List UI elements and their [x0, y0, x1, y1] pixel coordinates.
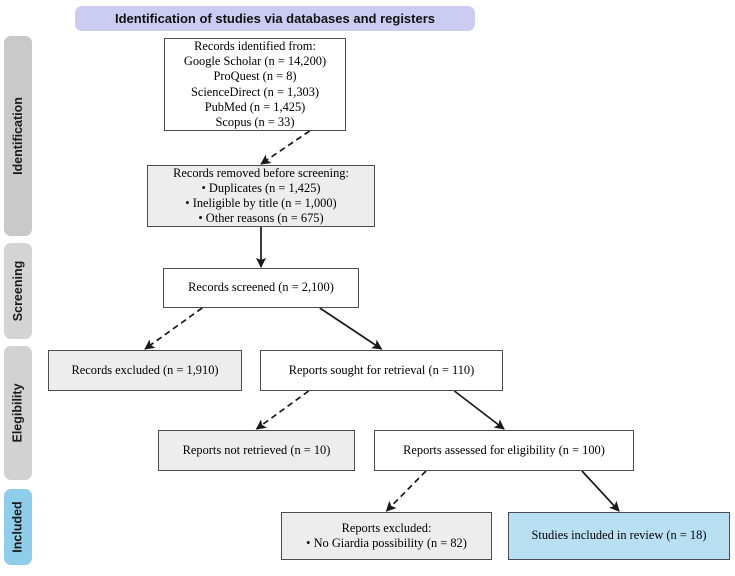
box-reports-excluded: Reports excluded: • No Giardia possibili…: [281, 512, 492, 560]
connector-screened-to-sought: [319, 307, 383, 350]
phase-bar-elegibility: Elegibility: [4, 346, 32, 480]
box-reports-not-retrieved-text: Reports not retrieved (n = 10): [182, 442, 331, 457]
box-studies-included: Studies included in review (n = 18): [508, 512, 730, 560]
connector-sought-to-notretrieved: [255, 390, 310, 430]
box-records-excluded-text: Records excluded (n = 1,910): [71, 362, 219, 377]
connector-assessed-to-included: [581, 470, 620, 512]
diagram-title-banner: Identification of studies via databases …: [75, 6, 475, 31]
box-reports-sought: Reports sought for retrieval (n = 110): [260, 350, 503, 391]
box-reports-assessed-text: Reports assessed for eligibility (n = 10…: [403, 442, 605, 457]
phase-bar-included: Included: [4, 489, 32, 565]
box-reports-excluded-text: Reports excluded: • No Giardia possibili…: [306, 520, 467, 550]
connector-sought-to-assessed: [453, 390, 505, 430]
box-records-identified: Records identified from: Google Scholar …: [164, 38, 346, 131]
connector-screened-to-excluded: [144, 307, 203, 350]
box-records-excluded: Records excluded (n = 1,910): [48, 350, 242, 391]
diagram-title: Identification of studies via databases …: [114, 11, 436, 26]
phase-label-elegibility: Elegibility: [11, 383, 26, 443]
phase-label-screening: Screening: [11, 260, 25, 322]
box-records-removed-text: Records removed before screening: • Dupl…: [173, 165, 349, 226]
phase-label-included: Included: [11, 501, 25, 553]
phase-label-identification: Identification: [11, 97, 25, 175]
box-records-identified-text: Records identified from: Google Scholar …: [183, 38, 327, 129]
box-reports-assessed: Reports assessed for eligibility (n = 10…: [374, 430, 634, 471]
box-studies-included-text: Studies included in review (n = 18): [531, 528, 707, 543]
connector-identified-to-removed: [260, 130, 311, 165]
box-reports-sought-text: Reports sought for retrieval (n = 110): [288, 362, 475, 377]
box-reports-not-retrieved: Reports not retrieved (n = 10): [158, 430, 355, 471]
box-records-screened-text: Records screened (n = 2,100): [188, 280, 334, 295]
box-records-removed: Records removed before screening: • Dupl…: [147, 165, 375, 227]
phase-bar-identification: Identification: [4, 36, 32, 236]
box-records-screened: Records screened (n = 2,100): [163, 268, 359, 308]
connector-assessed-to-excluded: [385, 470, 427, 512]
phase-bar-screening: Screening: [4, 243, 32, 339]
